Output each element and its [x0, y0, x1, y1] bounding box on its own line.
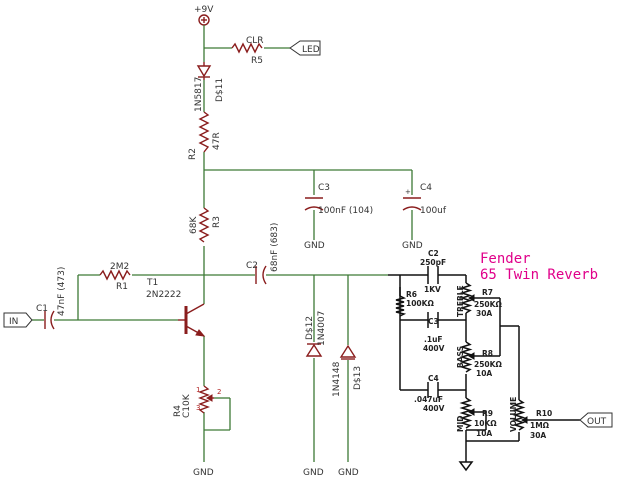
r4-ref: R4	[173, 405, 183, 417]
r1-ref: R1	[116, 282, 128, 292]
fender-c2-volt: 1KV	[424, 285, 441, 294]
fender-c4-ref: C4	[428, 374, 439, 383]
t1-gnd: GND	[193, 468, 214, 478]
d13-part: 1N4148	[332, 361, 342, 397]
r7-val: 250KΩ	[474, 300, 502, 309]
r10-volume-pot	[512, 399, 531, 431]
fender-c3-capacitor	[427, 312, 439, 328]
fender-c3-ref: C3	[428, 317, 439, 326]
c2-val: 68nF (683)	[270, 223, 280, 272]
d11-part: 1N5817	[194, 77, 204, 112]
tone-stack-wires	[388, 274, 580, 456]
fender-c4-capacitor	[427, 382, 439, 398]
r8-bass-pot	[459, 341, 478, 373]
t1-ref: T1	[146, 278, 158, 288]
r8-ref: R8	[482, 349, 493, 358]
r3-val: 68K	[189, 216, 199, 234]
tone-stack-ground-icon	[458, 456, 474, 472]
t1-transistor	[178, 303, 206, 337]
r9-mid-pot	[459, 397, 478, 429]
treble-label: TREBLE	[456, 285, 465, 317]
r2-val: 47R	[212, 132, 222, 150]
r5-name: CLR	[246, 36, 264, 46]
r9-val: 10KΩ	[474, 419, 497, 428]
d13-gnd: GND	[338, 468, 359, 478]
r3-ref: R3	[212, 216, 222, 228]
r4-val: C10K	[182, 393, 192, 418]
mid-label: MID	[456, 416, 465, 432]
c4-ref: C4	[420, 183, 432, 193]
c1-val: 47nF (473)	[57, 267, 67, 316]
r4-pin1: 1	[196, 386, 200, 394]
d12-part: 1N4007	[317, 311, 327, 346]
r5-resistor	[231, 42, 263, 54]
t1-part: 2N2222	[146, 290, 181, 300]
d12-gnd: GND	[303, 468, 324, 478]
led-port-label: LED	[302, 45, 320, 55]
led-port	[289, 40, 321, 56]
r4-pin2: 2	[217, 388, 221, 396]
r8-val: 250KΩ	[474, 360, 502, 369]
r10-taper: 30A	[530, 431, 546, 440]
in-port	[3, 312, 33, 328]
r7-ref: R7	[482, 288, 493, 297]
c1-capacitor	[44, 310, 55, 330]
r9-taper: 10A	[476, 429, 492, 438]
r1-val: 2M2	[110, 262, 129, 272]
out-port	[579, 412, 613, 428]
d12-diode	[305, 343, 323, 357]
c2-capacitor	[255, 265, 267, 285]
fender-c3-val: .1uF	[424, 335, 443, 344]
r3-resistor	[198, 207, 210, 243]
d12-ref: D$12	[305, 316, 315, 340]
fender-c3-volt: 400V	[423, 344, 445, 353]
fender-c2-val: 250pF	[420, 258, 446, 267]
c3-ref: C3	[318, 183, 330, 193]
c4-val: 100uf	[420, 206, 447, 216]
c1-ref: C1	[36, 304, 48, 314]
r6-resistor	[395, 295, 407, 317]
supply-wires	[203, 25, 413, 240]
vcc-label: +9V	[194, 5, 214, 15]
bass-label: BASS	[456, 346, 465, 368]
r2-resistor	[198, 111, 210, 153]
fender-c4-volt: 400V	[423, 404, 445, 413]
fender-title-line1: Fender	[480, 251, 531, 267]
r6-val: 100KΩ	[406, 299, 434, 308]
d13-diode	[339, 344, 357, 360]
c3-val: 100nF (104)	[318, 206, 373, 216]
r2-ref: R2	[188, 148, 198, 160]
c4-gnd: GND	[402, 241, 423, 251]
r8-taper: 10A	[476, 369, 492, 378]
fender-title-line2: 65 Twin Reverb	[480, 267, 598, 283]
svg-text:+: +	[405, 188, 411, 196]
r7-taper: 30A	[476, 309, 492, 318]
r7-treble-pot	[459, 282, 478, 314]
d11-ref: D$11	[215, 78, 225, 102]
signal-wires	[32, 246, 388, 462]
c3-capacitor	[304, 197, 324, 211]
r4-trimmer	[198, 385, 214, 414]
d13-ref: D$13	[353, 366, 363, 390]
c2-ref: C2	[246, 261, 258, 271]
out-port-label: OUT	[587, 417, 607, 427]
r10-ref: R10	[536, 409, 552, 418]
c3-gnd: GND	[304, 241, 325, 251]
in-port-label: IN	[9, 317, 18, 327]
volume-label: VOLUME	[509, 397, 518, 432]
fender-c2-capacitor	[427, 266, 439, 284]
c4-capacitor: +	[402, 188, 422, 211]
r4-pin3: 3	[196, 404, 200, 412]
r6-ref: R6	[406, 290, 417, 299]
r9-ref: R9	[482, 409, 493, 418]
d11-diode	[196, 62, 212, 80]
r5-ref: R5	[251, 56, 263, 66]
fender-c2-ref: C2	[428, 249, 439, 258]
vcc-symbol	[198, 14, 210, 26]
fender-c4-val: .047uF	[414, 395, 443, 404]
r1-resistor	[99, 269, 131, 281]
r10-val: 1MΩ	[530, 421, 550, 430]
